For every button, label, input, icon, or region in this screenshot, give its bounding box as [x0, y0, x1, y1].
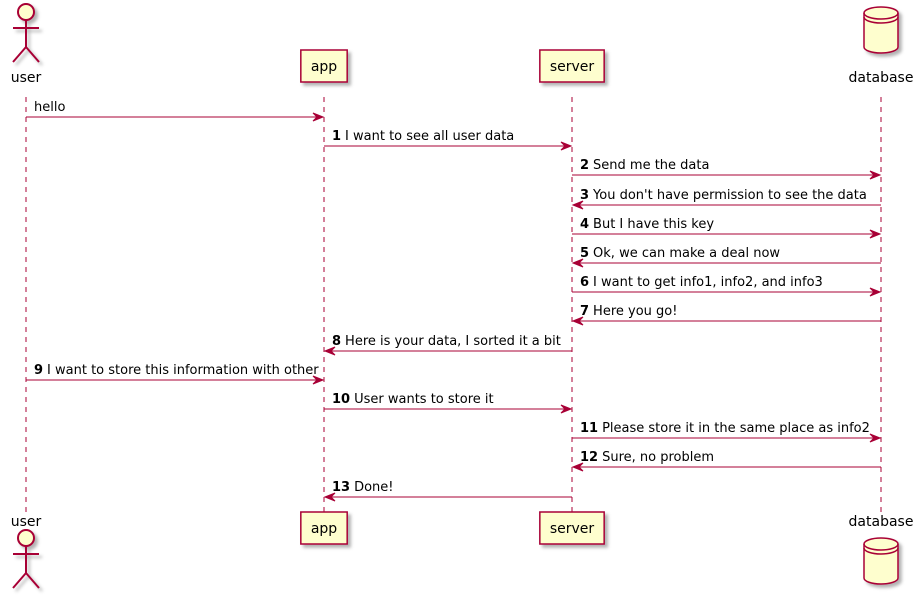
app-label-bottom: app — [311, 521, 337, 537]
message-6: 6 I want to get info1, info2, and info3 — [572, 275, 882, 297]
message-number: 4 — [580, 217, 589, 232]
user-label-bottom: user — [11, 514, 42, 530]
message-label: 10 User wants to store it — [332, 392, 494, 407]
message-arrowhead — [869, 170, 882, 180]
message-text: hello — [34, 100, 65, 115]
message-arrowhead — [571, 258, 584, 268]
message-2: 2 Send me the data — [572, 158, 882, 180]
message-label: 7 Here you go! — [580, 304, 677, 319]
message-text: You don't have permission to see the dat… — [592, 188, 867, 203]
lifelines — [25, 97, 882, 512]
message-label: 4 But I have this key — [580, 217, 714, 232]
message-arrowhead — [869, 229, 882, 239]
message-arrowhead — [571, 462, 584, 472]
message-number: 5 — [580, 246, 589, 261]
message-arrowhead — [560, 404, 573, 414]
message-hello: hello — [26, 100, 325, 122]
message-12: 12 Sure, no problem — [571, 450, 881, 472]
message-number: 2 — [580, 158, 589, 173]
message-number: 7 — [580, 304, 589, 319]
message-label: 11 Please store it in the same place as i… — [580, 421, 870, 436]
message-arrowhead — [560, 141, 573, 151]
server-participant-box-bottom — [539, 511, 605, 545]
message-text: Here you go! — [593, 304, 677, 319]
app-label-top: app — [311, 59, 337, 75]
message-4: 4 But I have this key — [572, 217, 882, 239]
app-participant-box-top — [300, 49, 348, 83]
message-text: Here is your data, I sorted it a bit — [345, 334, 561, 349]
message-8: 8 Here is your data, I sorted it a bit — [323, 334, 572, 356]
user-label-top: user — [11, 70, 42, 86]
message-text: I want to see all user data — [345, 129, 514, 144]
message-11: 11 Please store it in the same place as i… — [572, 421, 882, 443]
message-number: 10 — [332, 392, 350, 407]
message-text: I want to store this information with ot… — [47, 363, 319, 378]
message-9: 9 I want to store this information with o… — [26, 363, 325, 385]
message-number: 12 — [580, 450, 598, 465]
message-label: 12 Sure, no problem — [580, 450, 714, 465]
message-arrowhead — [571, 200, 584, 210]
message-text: Sure, no problem — [602, 450, 714, 465]
message-text: Ok, we can make a deal now — [593, 246, 780, 261]
message-arrowhead — [323, 492, 336, 502]
database-label-bottom: database — [849, 514, 914, 530]
message-number: 6 — [580, 275, 589, 290]
message-number: 3 — [580, 188, 589, 203]
server-label-bottom: server — [550, 521, 595, 537]
message-arrowhead — [312, 112, 325, 122]
message-label: hello — [34, 100, 65, 115]
message-text: Done! — [354, 480, 393, 495]
message-number: 11 — [580, 421, 598, 436]
database-database-icon-bottom — [863, 537, 899, 585]
message-1: 1 I want to see all user data — [324, 129, 573, 151]
message-arrowhead — [312, 375, 325, 385]
server-label-top: server — [550, 59, 595, 75]
participants: user user app app server server database databa… — [11, 3, 914, 589]
user-actor-icon-top — [12, 3, 40, 63]
message-label: 2 Send me the data — [580, 158, 709, 173]
message-text: User wants to store it — [354, 392, 494, 407]
message-7: 7 Here you go! — [571, 304, 881, 326]
message-text: But I have this key — [593, 217, 714, 232]
message-number: 8 — [332, 334, 341, 349]
message-arrowhead — [323, 346, 336, 356]
message-number: 9 — [34, 363, 43, 378]
message-13: 13 Done! — [323, 480, 572, 502]
user-actor-icon-bottom — [12, 529, 40, 589]
message-10: 10 User wants to store it — [324, 392, 573, 414]
message-label: 8 Here is your data, I sorted it a bit — [332, 334, 561, 349]
message-label: 5 Ok, we can make a deal now — [580, 246, 780, 261]
message-number: 1 — [332, 129, 341, 144]
message-arrowhead — [869, 287, 882, 297]
message-text: Please store it in the same place as inf… — [602, 421, 870, 436]
message-number: 13 — [332, 480, 350, 495]
message-label: 9 I want to store this information with o… — [34, 363, 319, 378]
message-text: Send me the data — [593, 158, 709, 173]
database-database-icon-top — [863, 6, 899, 54]
message-text: I want to get info1, info2, and info3 — [593, 275, 823, 290]
message-label: 13 Done! — [332, 480, 394, 495]
message-arrowhead — [869, 433, 882, 443]
message-label: 1 I want to see all user data — [332, 129, 514, 144]
message-5: 5 Ok, we can make a deal now — [571, 246, 881, 268]
database-label-top: database — [849, 70, 914, 86]
message-arrowhead — [571, 316, 584, 326]
server-participant-box-top — [539, 49, 605, 83]
messages: hello 1 I want to see all user data 2 Send m… — [26, 100, 882, 502]
message-label: 6 I want to get info1, info2, and info3 — [580, 275, 823, 290]
app-participant-box-bottom — [300, 511, 348, 545]
